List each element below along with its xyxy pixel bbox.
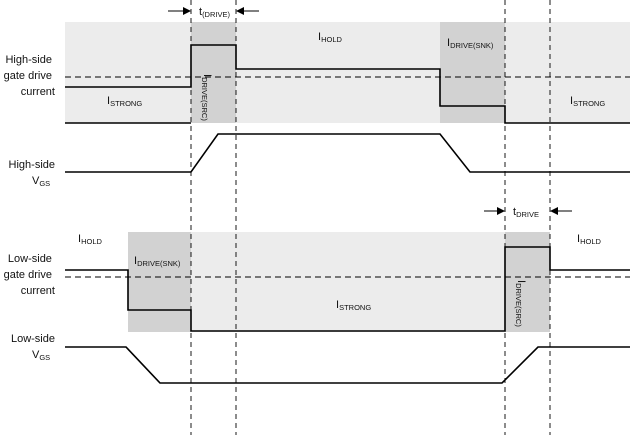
ls-drive-src-region <box>505 232 550 332</box>
hs-light-region <box>65 22 630 123</box>
ls-strong-label: ISTRONG <box>336 299 371 312</box>
ls-light-region <box>128 232 550 332</box>
hs-drive-src-label: IDRIVE(SRC) <box>200 74 213 121</box>
ls-drive-snk-region <box>128 232 191 332</box>
hs-vgs-label-line1: High-side <box>9 159 55 171</box>
hs-drive-snk-label: IDRIVE(SNK) <box>447 37 494 50</box>
ls-gate-drive-label: Low-side gate drive current <box>4 253 55 297</box>
hs-gate-current-trace <box>65 44 630 124</box>
ls-hold-right-label: IHOLD <box>577 233 601 246</box>
ls-vgs-label-line1: Low-side <box>11 333 55 345</box>
ls-vgs-trace <box>65 346 630 384</box>
hs-gate-drive-label: High-side gate drive current <box>4 54 55 98</box>
t-drive-bottom-label: tDRIVE <box>513 206 539 219</box>
hs-vgs-trace <box>65 133 630 173</box>
hs-drive-src-region <box>191 22 236 123</box>
hs-vgs-label: VGS <box>32 175 50 188</box>
hs-strong-left-label: ISTRONG <box>107 95 142 108</box>
ls-vgs-label: VGS <box>32 349 50 362</box>
hs-hold-label: IHOLD <box>318 31 342 44</box>
ls-hold-left-label: IHOLD <box>78 233 102 246</box>
ls-drive-snk-label: IDRIVE(SNK) <box>134 255 181 268</box>
ls-drive-src-label: IDRIVE(SRC) <box>514 280 527 327</box>
hs-strong-right-label: ISTRONG <box>570 95 605 108</box>
ls-gate-current-trace <box>65 246 630 332</box>
t-drive-top-label: t(DRIVE) <box>199 6 230 19</box>
